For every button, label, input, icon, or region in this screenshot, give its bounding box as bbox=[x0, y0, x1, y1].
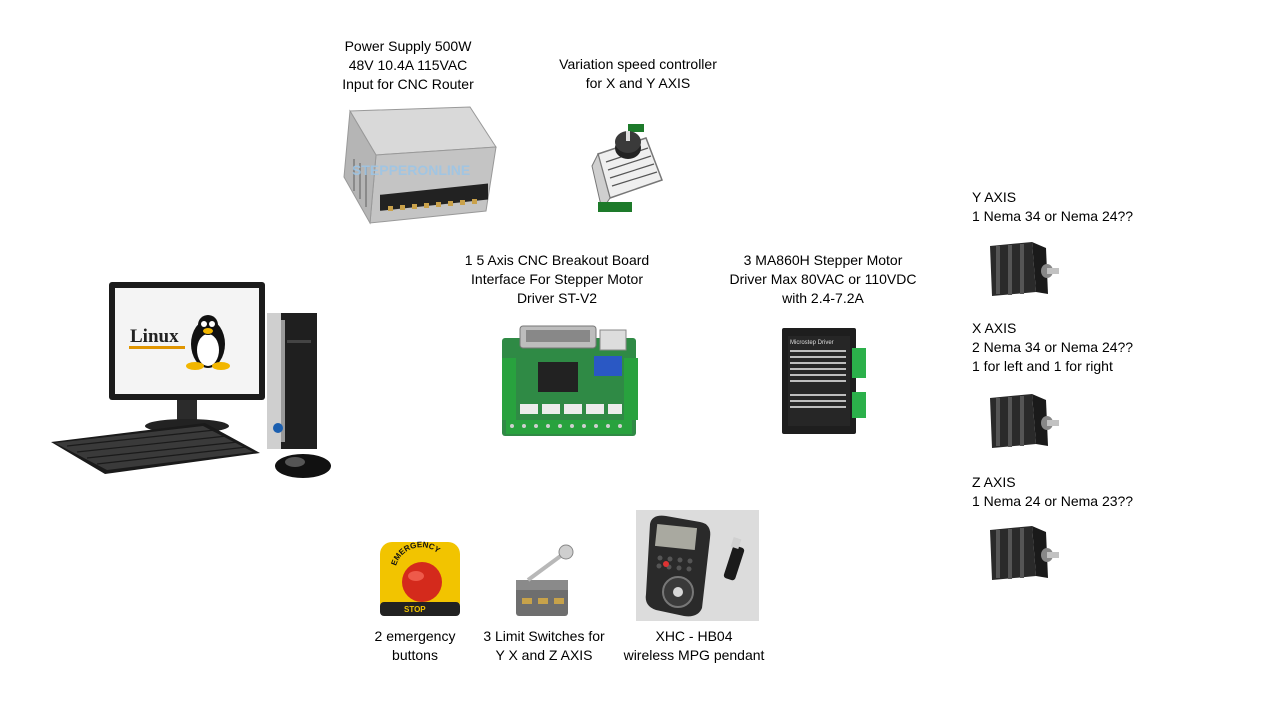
emergency-label: 2 emergency buttons bbox=[374, 628, 456, 663]
y-axis-label: Y AXIS 1 Nema 34 or Nema 24?? bbox=[972, 189, 1134, 224]
limit-switches-label: 3 Limit Switches for Y X and Z AXIS bbox=[483, 628, 605, 663]
x-axis-label: X AXIS 2 Nema 34 or Nema 24?? 1 for left… bbox=[972, 320, 1134, 374]
power-supply-label: Power Supply 500W 48V 10.4A 115VAC Input… bbox=[342, 38, 474, 92]
mpg-pendant-icon bbox=[636, 510, 759, 621]
breakout-board-label: 1 5 Axis CNC Breakout Board Interface Fo… bbox=[464, 252, 650, 306]
speed-controller-label: Variation speed controller for X and Y A… bbox=[559, 56, 717, 91]
driver-title: Microstep Driver bbox=[790, 340, 834, 346]
computer-icon: Linux bbox=[45, 280, 345, 485]
limit-switch-icon bbox=[508, 540, 578, 620]
stepper-motor-x-icon bbox=[984, 392, 1064, 452]
emergency-stop-text: STOP bbox=[404, 605, 426, 614]
stepper-driver-icon: Microstep Driver bbox=[780, 324, 868, 438]
power-supply-icon: STEPPERONLINE bbox=[340, 103, 500, 235]
psu-watermark: STEPPERONLINE bbox=[352, 162, 470, 178]
linux-logo-text: Linux bbox=[130, 326, 179, 347]
speed-controller-icon bbox=[588, 118, 668, 222]
stepper-motor-y-icon bbox=[984, 240, 1064, 300]
pendant-label: XHC - HB04 wireless MPG pendant bbox=[623, 628, 765, 663]
z-axis-label: Z AXIS 1 Nema 24 or Nema 23?? bbox=[972, 474, 1134, 509]
stepper-driver-label: 3 MA860H Stepper Motor Driver Max 80VAC … bbox=[729, 252, 917, 306]
stepper-motor-z-icon bbox=[984, 524, 1064, 584]
breakout-board-icon bbox=[498, 322, 642, 440]
emergency-button-icon: EMERGENCY STOP bbox=[376, 536, 464, 620]
